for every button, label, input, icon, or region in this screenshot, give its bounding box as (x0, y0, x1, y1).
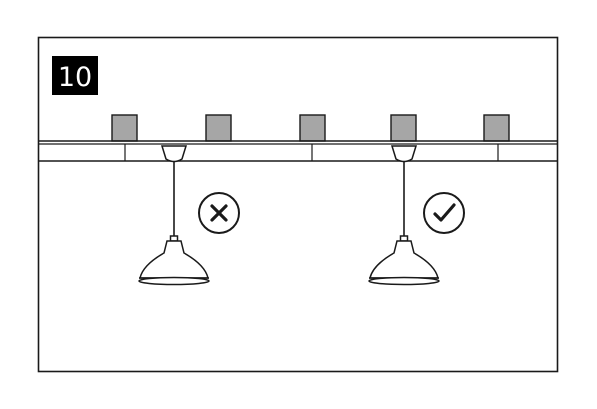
step-badge: 10 (52, 56, 98, 95)
joist-block (299, 114, 326, 142)
lamp-shade (139, 240, 209, 279)
ceiling-canopy (160, 145, 188, 163)
pendant-lamp-correct (368, 145, 440, 286)
joist-block (483, 114, 510, 142)
panel-frame (37, 36, 559, 373)
step-number: 10 (58, 62, 92, 93)
ceiling (38, 140, 558, 162)
ceiling-joists (111, 114, 510, 142)
cross-mark-icon (198, 192, 240, 234)
ceiling-canopy (390, 145, 418, 163)
lamp-shade (369, 240, 439, 279)
check-mark-icon (423, 192, 465, 234)
joist-block (205, 114, 232, 142)
joist-block (111, 114, 138, 142)
pendant-lamp-incorrect (138, 145, 210, 286)
joist-block (390, 114, 417, 142)
